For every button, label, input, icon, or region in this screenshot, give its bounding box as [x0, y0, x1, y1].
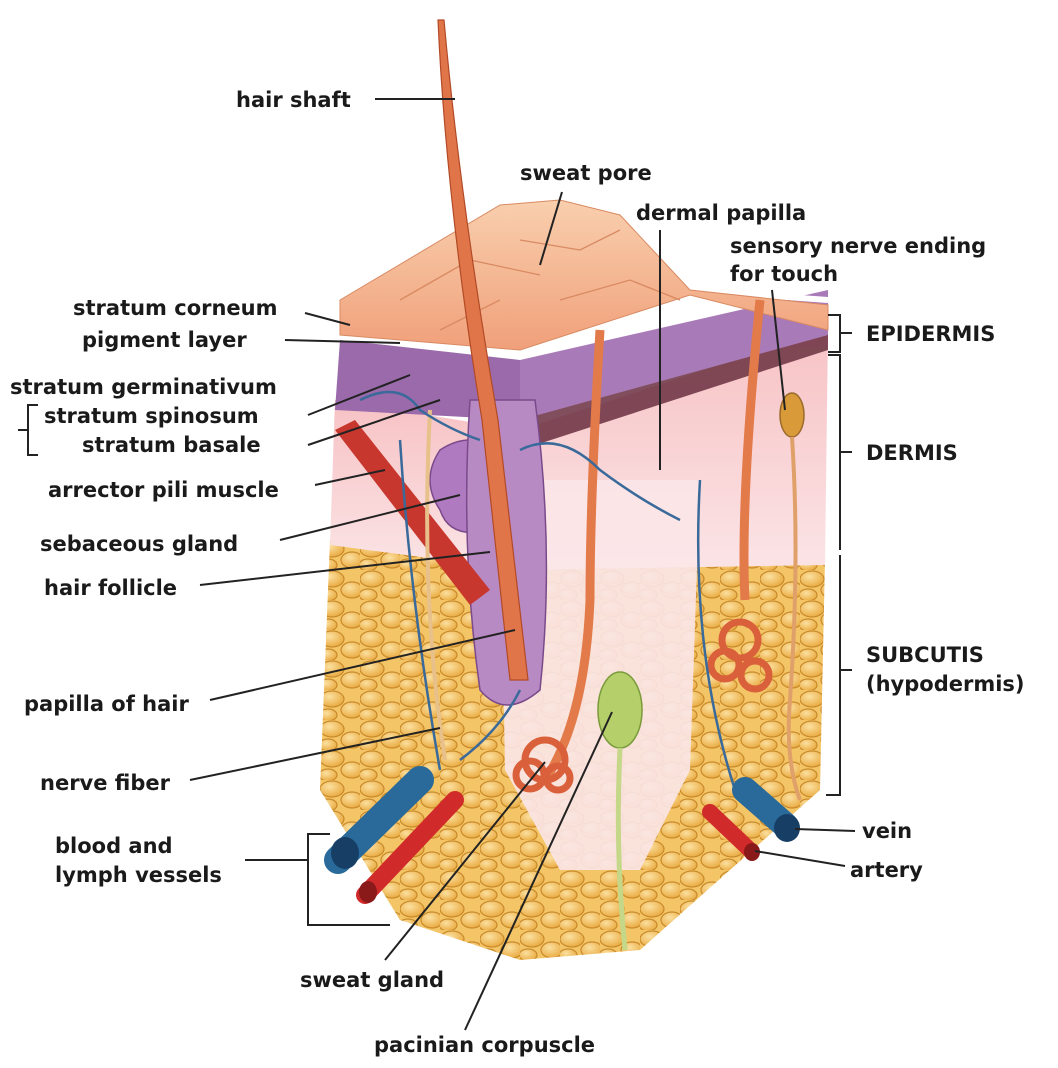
label-stratum-basale: stratum basale — [82, 433, 261, 457]
vein-right-end — [774, 814, 800, 842]
arrector-pili-muscle-shape — [335, 420, 490, 605]
artery-right-end — [744, 843, 760, 861]
sweat-gland-coil-right — [707, 618, 773, 693]
label-hair-shaft: hair shaft — [236, 88, 351, 112]
label-blood-lymph-1: blood and — [55, 834, 173, 858]
label-stratum-spinosum: stratum spinosum — [44, 404, 259, 428]
corpuscle-nerve — [615, 747, 628, 951]
leader-sweat-gland — [384, 761, 546, 961]
artery-left-end — [359, 881, 377, 903]
label-vein: vein — [862, 819, 912, 843]
label-pacinian-corpuscle: pacinian corpuscle — [374, 1033, 595, 1057]
leader-vein — [794, 828, 856, 832]
leader-sweat-pore — [539, 191, 563, 266]
label-subcutis-2: (hypodermis) — [866, 672, 1025, 696]
sensory-nerve-fiber — [786, 436, 802, 801]
label-hair-follicle: hair follicle — [44, 576, 177, 600]
tissue-block — [320, 19, 829, 960]
leader-hair-follicle — [199, 551, 491, 586]
capillary-network — [359, 390, 737, 791]
leader-stratum-basale — [307, 399, 441, 446]
label-epidermis: EPIDERMIS — [866, 322, 995, 346]
leader-pigment-layer — [284, 339, 401, 344]
leader-arrector-pili — [314, 469, 386, 486]
leader-nerve-fiber — [189, 727, 441, 781]
label-arrector-pili-muscle: arrector pili muscle — [48, 478, 279, 502]
leader-lines — [18, 98, 856, 1031]
bracket-blood-lymph — [307, 833, 390, 926]
bracket-subcutis — [826, 555, 841, 796]
bracket-stratum-group — [27, 404, 38, 456]
leader-papilla-of-hair — [209, 629, 516, 701]
sweat-gland-coil — [512, 736, 574, 794]
label-sensory-nerve-2: for touch — [730, 262, 838, 286]
nerve-fiber-shape — [425, 409, 447, 761]
leader-sensory-nerve — [771, 289, 786, 411]
bracket-epidermis — [828, 314, 841, 353]
sweat-duct — [541, 329, 605, 783]
label-subcutis-1: SUBCUTIS — [866, 643, 984, 667]
leader-stratum-corneum — [304, 312, 351, 326]
sweat-duct-right — [739, 299, 765, 601]
leader-stratum-spinosum — [307, 374, 411, 416]
label-artery: artery — [850, 858, 923, 882]
label-sweat-pore: sweat pore — [520, 161, 652, 185]
leader-pacinian-corpuscle — [464, 711, 613, 1031]
hair-shaft-shape — [437, 19, 529, 681]
label-nerve-fiber: nerve fiber — [40, 771, 171, 795]
label-pigment-layer: pigment layer — [82, 328, 247, 352]
label-stratum-corneum: stratum corneum — [73, 296, 278, 320]
label-sebaceous-gland: sebaceous gland — [40, 532, 238, 556]
vein-left-end — [331, 837, 359, 869]
leader-sebaceous-gland — [279, 494, 461, 541]
label-sensory-nerve-1: sensory nerve ending — [730, 234, 986, 258]
label-stratum-germinativum: stratum germinativum — [10, 375, 277, 399]
artery-right — [702, 804, 758, 858]
bracket-dermis — [828, 354, 841, 550]
label-dermal-papilla: dermal papilla — [636, 201, 806, 225]
label-papilla-of-hair: papilla of hair — [24, 692, 190, 716]
label-group: hair shaft sweat pore dermal papilla sen… — [10, 88, 1025, 1057]
label-blood-lymph-2: lymph vessels — [55, 863, 222, 887]
label-sweat-gland: sweat gland — [300, 968, 444, 992]
pacinian-corpuscle-shape — [597, 671, 643, 749]
artery-left — [356, 791, 464, 904]
label-dermis: DERMIS — [866, 441, 958, 465]
leader-artery — [754, 850, 846, 867]
